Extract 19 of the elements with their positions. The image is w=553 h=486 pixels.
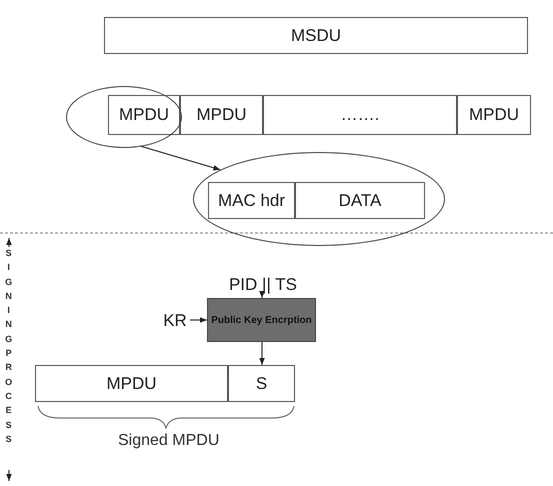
highlight-ellipse (193, 152, 445, 246)
frame-field: S (228, 365, 295, 402)
arrow (259, 342, 265, 366)
frame-field: ……. (263, 95, 457, 135)
process-box: Public Key Encrption (207, 298, 316, 342)
frame-field: MPDU (180, 95, 263, 135)
frame-field: MPDU (35, 365, 228, 402)
input-text: KR (160, 310, 190, 332)
frame-field: MSDU (104, 17, 528, 54)
brace-label: Signed MPDU (118, 432, 220, 450)
frame-field: DATA (295, 182, 425, 219)
input-text: PID || TS (218, 274, 308, 296)
vertical-label: SIGNING PROCESS (5, 247, 12, 446)
arrow (259, 291, 265, 298)
highlight-ellipse (66, 86, 182, 148)
frame-field: MPDU (457, 95, 531, 135)
arrow (190, 317, 208, 323)
frame-field: MAC hdr (208, 182, 295, 219)
arrow (140, 146, 221, 170)
